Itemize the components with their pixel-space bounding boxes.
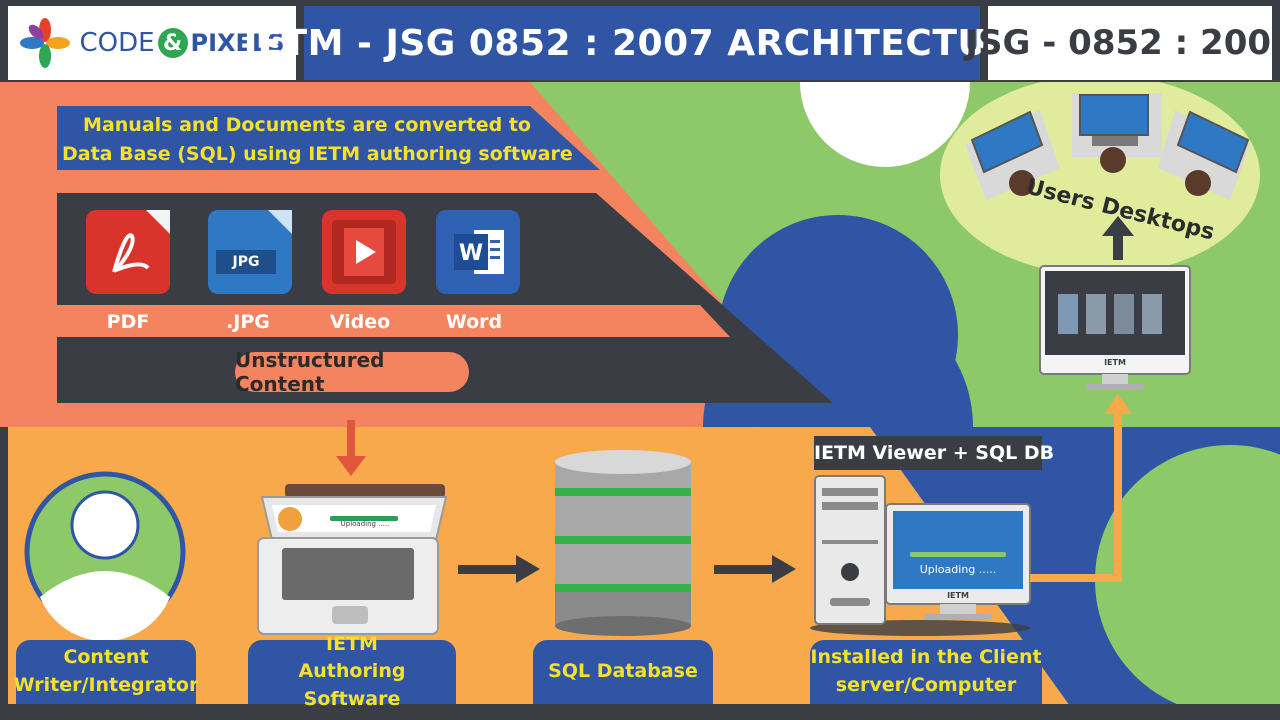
lower-green-circle xyxy=(1095,445,1280,715)
down-arrow-shaft xyxy=(347,420,355,458)
step-client-server: Installed in the Client server/Computer xyxy=(810,640,1042,704)
user-desk-center xyxy=(1072,93,1162,173)
step-1-line-2: Writer/Integrator xyxy=(13,674,199,696)
down-arrow-head xyxy=(336,456,366,476)
unstructured-content-pill: Unstructured Content xyxy=(235,348,469,396)
logo: CODE & PIXELS xyxy=(8,6,296,80)
logo-text-right: PIXELS xyxy=(190,29,285,57)
content-divider xyxy=(57,305,730,337)
database-icon xyxy=(555,450,691,636)
monitor-uploading-text: Uploading ..... xyxy=(919,563,997,576)
word-icon: W xyxy=(436,210,520,294)
server-tower xyxy=(814,475,886,625)
step-1-line-1: Content xyxy=(63,646,149,669)
step-authoring-software: IETM Authoring Software xyxy=(248,633,456,710)
connector-arrow-head xyxy=(1104,394,1132,414)
step-4-line-2: server/Computer xyxy=(835,674,1017,696)
conversion-banner: Manuals and Documents are converted to D… xyxy=(62,111,573,169)
step-4-line-1: Installed in the Client xyxy=(810,646,1042,669)
conversion-line-2: Data Base (SQL) using IETM authoring sof… xyxy=(62,143,573,165)
page-title: IETM - JSG 0852 : 2007 ARCHITECTURE xyxy=(244,6,1040,80)
laptop-illustration xyxy=(257,484,448,635)
pdf-label: PDF xyxy=(106,311,150,333)
arrow-to-db-head xyxy=(516,555,540,583)
step-sql-database: SQL Database xyxy=(533,640,713,704)
connector-line xyxy=(1030,412,1122,582)
viewer-monitor-brand: IETM xyxy=(1104,358,1126,367)
white-half-circle xyxy=(800,82,970,167)
up-arrow-head xyxy=(1102,216,1134,236)
word-label: Word xyxy=(445,311,503,333)
step-content-writer: Content Writer/Integrator xyxy=(13,640,199,704)
conversion-banner-bg xyxy=(57,106,600,170)
user-desk-right xyxy=(1158,110,1250,200)
jpg-label: .JPG xyxy=(226,311,270,333)
video-icon xyxy=(322,210,406,294)
laptop-uploading-text: Uploading ..... xyxy=(340,520,390,528)
up-arrow-shaft xyxy=(1113,232,1123,260)
pdf-icon xyxy=(86,210,170,294)
pinwheel-icon xyxy=(20,18,71,68)
standard-badge: JSG - 0852 : 2001 xyxy=(965,6,1280,80)
logo-amp: & xyxy=(157,28,188,58)
client-monitor xyxy=(885,503,1031,620)
video-label: Video xyxy=(329,311,391,333)
viewer-label: IETM Viewer + SQL DB xyxy=(814,436,1054,470)
logo-text-left: CODE xyxy=(79,28,155,58)
jpg-icon: JPG xyxy=(208,210,292,294)
jpg-badge-text: JPG xyxy=(232,254,260,270)
viewer-monitor xyxy=(1039,265,1191,390)
step-2-line-2: Authoring Software xyxy=(298,660,406,710)
arrow-to-server-shaft xyxy=(714,565,774,574)
monitor-brand: IETM xyxy=(947,591,969,600)
conversion-line-1: Manuals and Documents are converted to xyxy=(83,114,531,136)
arrow-to-db-shaft xyxy=(458,565,518,574)
arrow-to-server-head xyxy=(772,555,796,583)
step-3-line-1: SQL Database xyxy=(548,660,698,683)
step-2-line-1: IETM xyxy=(326,632,378,655)
svg-text:W: W xyxy=(459,241,483,266)
user-desk-left xyxy=(965,110,1060,200)
